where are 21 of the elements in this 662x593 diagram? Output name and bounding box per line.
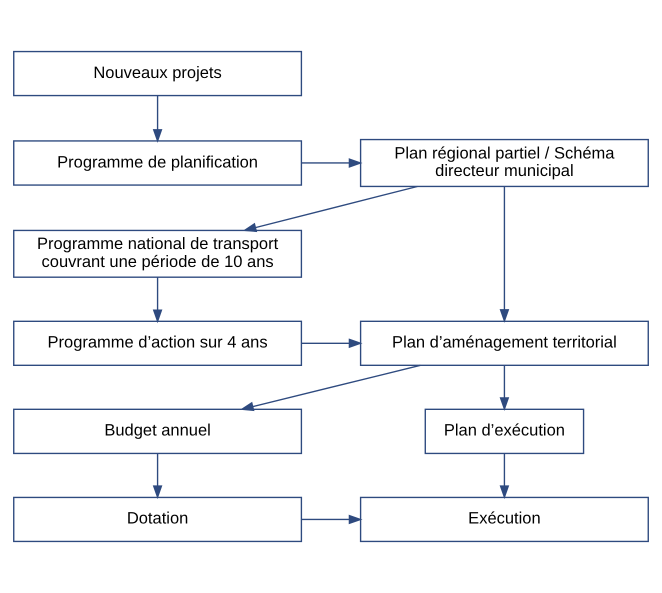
arrow <box>240 364 421 412</box>
node-box: Programme d’action sur 4 ans <box>13 320 302 366</box>
node-box: Programme national de transport couvrant une période de 10 ans <box>13 230 302 278</box>
node-box: Dotation <box>13 496 302 542</box>
arrow <box>500 186 510 323</box>
node-box: Budget annuel <box>13 408 302 454</box>
node-box: Programme de planification <box>13 140 302 186</box>
arrow <box>302 514 362 524</box>
arrow <box>152 278 162 324</box>
arrow <box>152 453 162 500</box>
arrow <box>242 186 418 232</box>
arrow <box>500 453 510 500</box>
node-box: Plan d’aménagement territorial <box>360 320 649 366</box>
arrow <box>500 365 510 412</box>
node-box: Plan régional partiel / Schéma directeur municipal <box>360 138 649 188</box>
node-box: Exécution <box>360 496 649 542</box>
arrow <box>302 338 362 348</box>
arrow <box>302 158 362 168</box>
arrow <box>152 96 162 143</box>
node-box: Plan d’exécution <box>424 408 584 454</box>
node-box: Nouveaux projets <box>13 50 302 96</box>
